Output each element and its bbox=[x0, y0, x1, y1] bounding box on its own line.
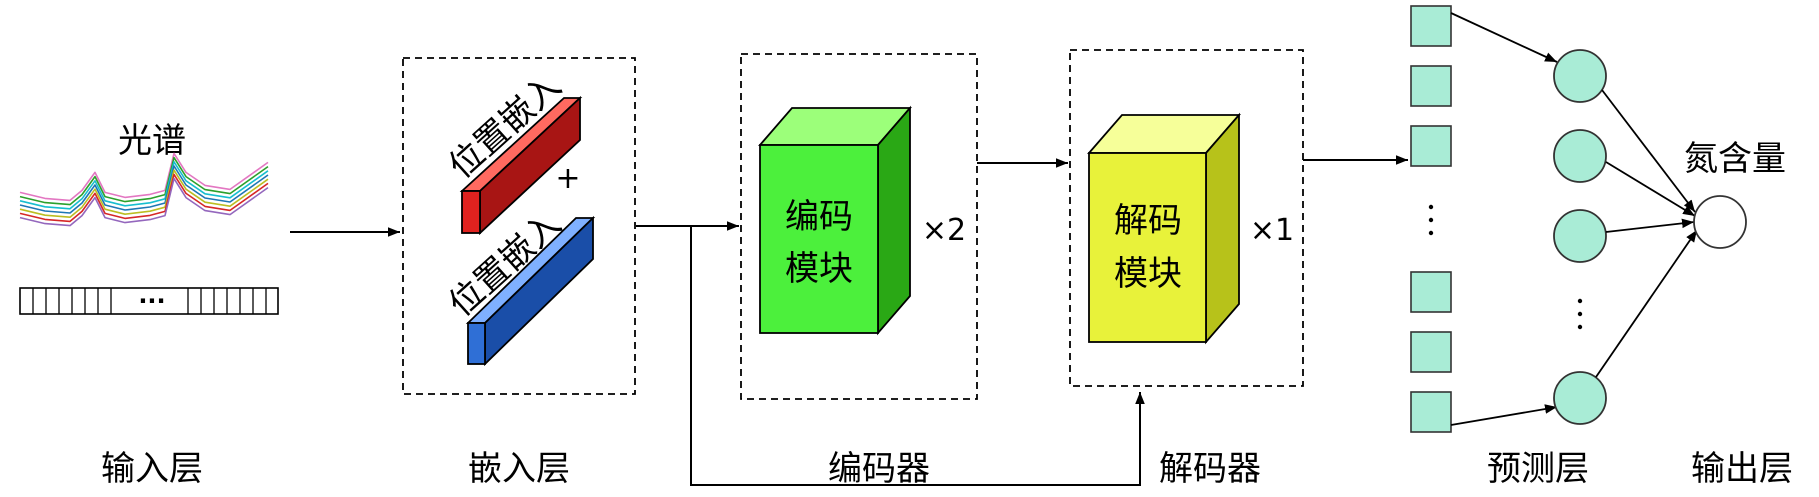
arrow-node3-to-output bbox=[1605, 218, 1695, 233]
hidden-node-ellipsis bbox=[1577, 298, 1583, 330]
spectrum-curve bbox=[19, 165, 269, 214]
prediction-square-1 bbox=[1410, 5, 1452, 47]
decoder-multiplier: ×1 bbox=[1250, 213, 1294, 248]
spectrum-curve bbox=[19, 177, 269, 227]
decoder-label: 解码器 bbox=[1159, 449, 1261, 489]
hidden-node-2 bbox=[1553, 129, 1607, 183]
blue-position-embedding-bar bbox=[465, 215, 596, 367]
decoder-box bbox=[1069, 49, 1304, 387]
prediction-layer-label: 预测层 bbox=[1487, 449, 1589, 489]
encoder-block-line2: 模块 bbox=[785, 249, 853, 289]
decoder-block-line1: 解码 bbox=[1114, 201, 1182, 241]
input-sequence-strip bbox=[19, 287, 279, 315]
decoder-block-line2: 模块 bbox=[1114, 254, 1182, 294]
prediction-square-3 bbox=[1410, 125, 1452, 167]
spectrum-plot bbox=[19, 152, 269, 227]
encoder-block-line1: 编码 bbox=[785, 197, 853, 237]
input-layer-label: 输入层 bbox=[101, 449, 203, 489]
output-layer-label: 输出层 bbox=[1691, 449, 1793, 489]
decoder-block bbox=[1087, 112, 1241, 345]
embedding-layer-box bbox=[402, 57, 636, 395]
skip-connection-arrow bbox=[690, 226, 1145, 486]
nitrogen-content-label: 氮含量 bbox=[1684, 139, 1786, 179]
arrow-node1-to-output bbox=[1601, 89, 1696, 213]
prediction-square-2 bbox=[1410, 65, 1452, 107]
prediction-square-ellipsis bbox=[1428, 204, 1434, 236]
prediction-square-6 bbox=[1410, 391, 1452, 433]
spectrum-curve bbox=[19, 156, 269, 206]
plus-sign: + bbox=[555, 161, 580, 196]
spectrum-curve bbox=[19, 161, 269, 210]
spectrum-curve bbox=[19, 173, 269, 223]
encoder-label: 编码器 bbox=[828, 449, 930, 489]
arrow-node2-to-output bbox=[1605, 161, 1696, 217]
output-node bbox=[1693, 195, 1747, 249]
prediction-square-5 bbox=[1410, 331, 1452, 373]
hidden-node-1 bbox=[1553, 49, 1607, 103]
spectrum-curve bbox=[19, 152, 269, 202]
sequence-ellipsis: ··· bbox=[138, 287, 165, 315]
prediction-square-4 bbox=[1410, 271, 1452, 313]
encoder-multiplier: ×2 bbox=[922, 213, 966, 248]
hidden-node-4 bbox=[1553, 371, 1607, 425]
arrow-square1-to-node1 bbox=[1450, 12, 1558, 63]
encoder-box bbox=[740, 53, 978, 400]
spectrum-curve bbox=[19, 169, 269, 218]
red-position-embedding-bar bbox=[459, 95, 583, 236]
encoder-block bbox=[758, 105, 912, 336]
embedding-layer-label: 嵌入层 bbox=[468, 449, 570, 489]
arrow-node4-to-output bbox=[1595, 229, 1698, 378]
arrow-square6-to-node4 bbox=[1450, 404, 1558, 426]
hidden-node-3 bbox=[1553, 209, 1607, 263]
